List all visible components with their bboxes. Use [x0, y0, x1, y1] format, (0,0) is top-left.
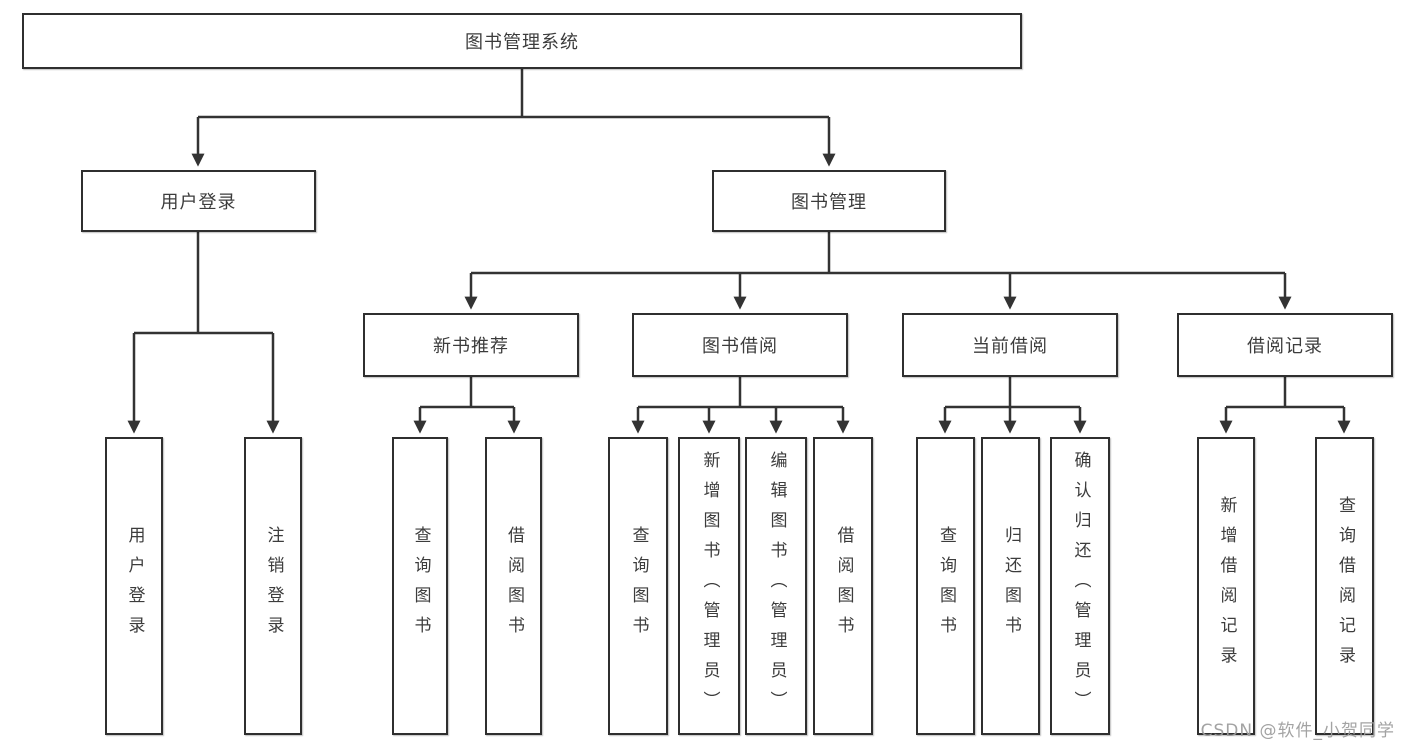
node-label: 借阅图书 [504, 526, 524, 646]
node-new-book-recommendation: 新书推荐 [363, 313, 579, 377]
leaf-user-login: 用户登录 [105, 437, 163, 735]
node-label: 图书管理 [791, 192, 867, 213]
leaf-logout: 注销登录 [244, 437, 302, 735]
node-borrowing-records: 借阅记录 [1177, 313, 1393, 377]
node-label: 新增图书（管理员） [699, 451, 720, 721]
node-label: 图书管理系统 [465, 32, 579, 53]
node-book-management: 图书管理 [712, 170, 946, 232]
node-label: 新增借阅记录 [1216, 496, 1237, 676]
node-label: 新书推荐 [433, 336, 509, 357]
node-label: 借阅记录 [1247, 336, 1323, 357]
node-label: 查询借阅记录 [1335, 496, 1355, 676]
node-label: 确认归还（管理员） [1070, 451, 1091, 721]
leaf-add-books-admin: 新增图书（管理员） [678, 437, 740, 735]
leaf-query-borrow-record: 查询借阅记录 [1315, 437, 1374, 735]
node-label: 当前借阅 [972, 336, 1048, 357]
node-label: 查询图书 [628, 526, 649, 646]
node-label: 借阅图书 [833, 526, 854, 646]
node-library-management-system: 图书管理系统 [22, 13, 1022, 69]
leaf-return-books: 归还图书 [981, 437, 1040, 735]
node-user-login: 用户登录 [81, 170, 316, 232]
node-label: 图书借阅 [702, 336, 778, 357]
node-label: 用户登录 [160, 192, 237, 213]
leaf-edit-books-admin: 编辑图书（管理员） [745, 437, 807, 735]
leaf-confirm-return-admin: 确认归还（管理员） [1050, 437, 1110, 735]
node-book-borrowing: 图书借阅 [632, 313, 848, 377]
watermark: CSDN @软件_小贺同学 [1200, 721, 1395, 741]
node-label: 查询图书 [936, 526, 956, 646]
node-current-borrowing: 当前借阅 [902, 313, 1118, 377]
node-label: 注销登录 [263, 526, 284, 646]
leaf-query-books-borrowing: 查询图书 [608, 437, 668, 735]
leaf-query-books-current: 查询图书 [916, 437, 975, 735]
leaf-borrow-books-recommend: 借阅图书 [485, 437, 542, 735]
node-label: 用户登录 [124, 526, 145, 646]
node-label: 归还图书 [1001, 526, 1021, 646]
leaf-add-borrow-record: 新增借阅记录 [1197, 437, 1255, 735]
leaf-borrow-books: 借阅图书 [813, 437, 873, 735]
node-label: 编辑图书（管理员） [766, 451, 787, 721]
node-label: 查询图书 [410, 526, 431, 646]
leaf-query-books-recommend: 查询图书 [392, 437, 448, 735]
